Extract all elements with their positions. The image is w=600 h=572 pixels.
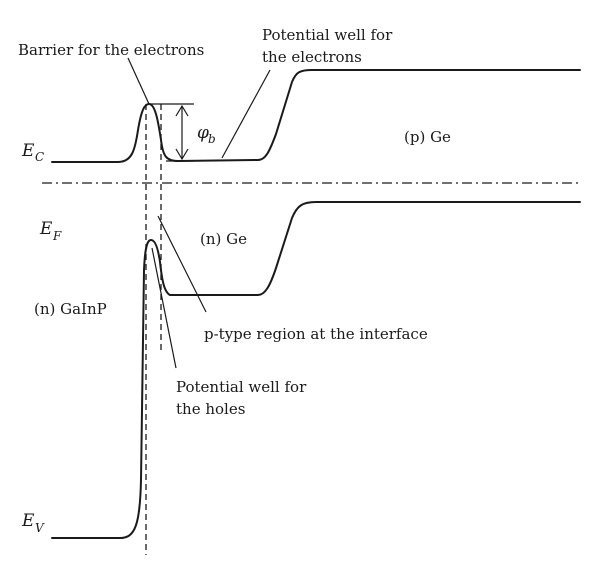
ec-symbol: E [21,141,35,161]
well-electrons-leader-line [221,69,271,159]
ev-subscript: V [35,521,45,535]
n-gainp-label: (n) GaInP [34,300,107,318]
potential-well-electrons-label-2: the electrons [262,48,362,66]
potential-well-holes-label-2: the holes [176,400,245,418]
n-ge-label: (n) Ge [200,230,247,248]
ef-subscript: F [52,229,62,243]
p-type-region-leader-line [157,215,207,313]
potential-well-holes-label-1: Potential well for [176,378,307,396]
barrier-electrons-label: Barrier for the electrons [18,41,204,59]
barrier-leader-line [127,57,150,105]
well-holes-leader-line [151,247,177,369]
barrier-arrow-up-head [175,104,189,117]
ef-symbol: E [39,219,53,239]
p-ge-label: (p) Ge [404,128,451,146]
conduction-band-curve [51,69,581,163]
valence-band-curve [51,201,581,539]
phi-b-symbol: φ [197,123,209,143]
potential-well-electrons-label-1: Potential well for [262,26,393,44]
ec-subscript: C [35,150,44,164]
ev-symbol: E [21,511,35,531]
barrier-arrow-down-head [175,148,189,161]
p-type-region-label: p-type region at the interface [204,325,428,343]
phi-b-subscript: b [208,132,216,146]
